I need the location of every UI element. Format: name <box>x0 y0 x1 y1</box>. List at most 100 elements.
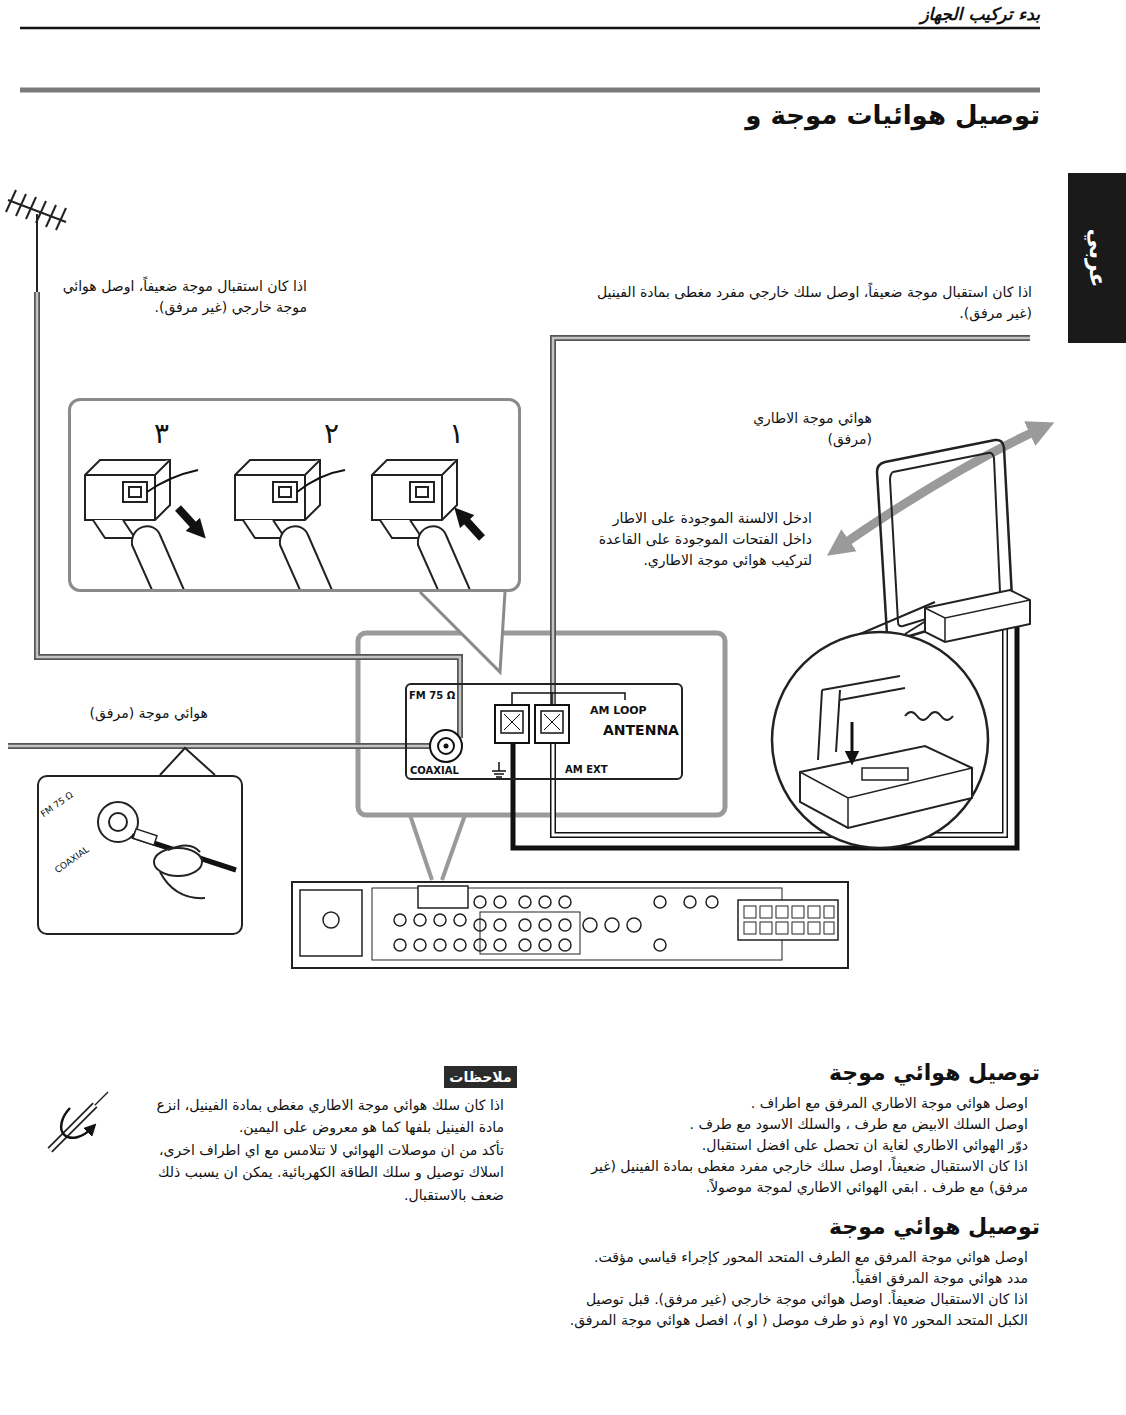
rear-panel <box>654 896 666 908</box>
callout-number: ٢ <box>324 417 339 451</box>
node-text: ملاحظات <box>449 1069 511 1086</box>
panel-frame <box>358 633 725 815</box>
antenna-terminal <box>438 738 454 754</box>
antenna-terminal-panel: FM 75 ΩCOAXIALAM LOOPANTENNAAM EXT <box>405 683 683 780</box>
terminal-step <box>178 508 198 530</box>
rear-panel <box>776 906 788 918</box>
rear-panel <box>559 896 571 908</box>
fm-outdoor-antenna <box>16 194 26 216</box>
rear-panel <box>824 922 834 934</box>
rear-panel <box>539 896 551 908</box>
callout-number: ٣ <box>154 417 169 451</box>
detail-inset <box>905 712 953 720</box>
loop-antenna <box>838 428 1042 642</box>
language-tab: عربي <box>1068 173 1126 343</box>
terminal-step <box>372 460 457 520</box>
coaxial-connector <box>98 802 236 898</box>
antenna-terminal <box>430 730 462 762</box>
fm-outdoor-antenna <box>56 208 66 230</box>
node-text: COAXIAL <box>53 844 91 875</box>
terminal-step <box>418 526 470 590</box>
rear-panel <box>760 922 772 934</box>
rear-panel <box>744 922 756 934</box>
node-text: FM 75 Ω <box>39 790 76 820</box>
rear-panel <box>744 906 756 918</box>
coaxial-inset: FM 75 Ω COAXIAL <box>37 775 243 935</box>
detail-inset <box>772 632 988 848</box>
detail-inset <box>818 676 905 760</box>
antenna-terminal <box>504 714 520 730</box>
terminal-step <box>132 526 184 590</box>
loop-antenna-lead <box>513 622 1017 848</box>
rear-panel <box>454 914 466 926</box>
fm-outdoor-antenna <box>6 190 16 212</box>
terminal-step <box>123 482 147 502</box>
instruction-text: دوّر الهوائي الاطاري لغاية ان تحصل على ا… <box>555 1135 1040 1156</box>
antenna-terminal <box>444 744 449 749</box>
rear-panel <box>744 906 834 934</box>
rear-panel <box>323 912 339 928</box>
node-text: AM LOOP <box>590 704 647 717</box>
rear-panel <box>684 896 696 908</box>
rear-panel <box>706 896 718 908</box>
fm-outdoor-antenna <box>8 200 66 222</box>
terminal-step <box>147 470 198 492</box>
terminal-step <box>380 520 422 538</box>
section-heading: توصيل هوائي موجة <box>555 1210 1040 1243</box>
rear-panel <box>792 922 804 934</box>
instruction-text: مدد هوائي موجة المرفق افقياً. <box>555 1268 1040 1289</box>
terminal-step <box>297 470 345 492</box>
terminal-step <box>129 487 141 497</box>
terminal-step <box>235 460 320 520</box>
antenna-terminal <box>495 705 529 743</box>
rear-panel <box>480 912 580 954</box>
header-rule <box>20 88 1040 93</box>
antenna-terminal <box>541 711 563 733</box>
terminal-step <box>372 460 457 520</box>
rear-panel <box>605 918 619 932</box>
notes-column: اذا كان سلك هوائي موجة الاطاري مغطى بماد… <box>140 1094 504 1206</box>
antenna-terminal <box>492 762 506 777</box>
terminal-step <box>410 482 434 502</box>
callout-pointer <box>160 748 215 775</box>
callout-pointer <box>420 592 505 672</box>
antenna-terminal <box>544 714 560 730</box>
terminal-step <box>280 526 332 590</box>
loop-antenna-lead <box>513 622 1017 848</box>
detail-inset <box>772 632 988 848</box>
node-text: COAXIAL <box>410 765 459 777</box>
callout-number: ١ <box>449 417 464 451</box>
rear-panel <box>738 900 838 940</box>
vinyl-wire <box>50 1105 95 1150</box>
coaxial-connector <box>154 848 202 876</box>
fm-outdoor-antenna <box>36 201 46 223</box>
rear-panel <box>776 922 788 934</box>
fm-outdoor-antenna <box>46 205 56 227</box>
rear-panel <box>519 919 531 931</box>
terminal-step <box>85 460 170 520</box>
rear-panel <box>292 882 848 968</box>
panel-frame <box>358 633 725 815</box>
rear-panel <box>519 939 531 951</box>
callout-text: اذا كان استقبال موجة ضعيفاً، اوصل سلك خا… <box>582 282 1032 324</box>
note-text: تأكد من ان موصلات الهوائي لا تتلامس مع ا… <box>140 1139 504 1206</box>
node-text: AM EXT <box>565 764 608 776</box>
rear-panel <box>539 919 551 931</box>
rear-panel <box>494 939 506 951</box>
terminal-step <box>416 487 428 497</box>
callout-pointer <box>410 815 465 880</box>
terminal-step <box>85 460 170 538</box>
node-text: عربي <box>1084 228 1110 287</box>
rear-panel <box>474 896 486 908</box>
rear-panel <box>434 914 446 926</box>
header-rule <box>20 27 1040 30</box>
terminal-step <box>93 520 135 538</box>
rear-panel <box>654 939 666 951</box>
notes-heading: ملاحظات <box>444 1066 517 1088</box>
terminal-step <box>372 460 457 538</box>
rear-panel <box>434 939 446 951</box>
callout-text: اذا كان استقبال موجة ضعيفاً، اوصل هوائي … <box>45 276 307 318</box>
rear-panel <box>418 886 468 908</box>
detail-inset <box>862 768 908 780</box>
loop-antenna <box>925 590 1030 642</box>
